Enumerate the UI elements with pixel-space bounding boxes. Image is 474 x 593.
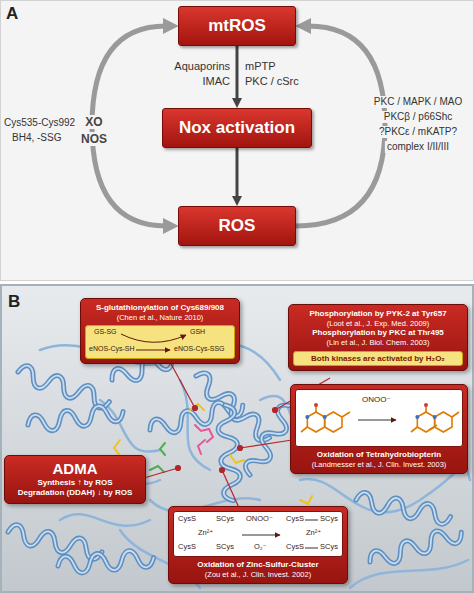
- chem-label: O₂⁻: [254, 543, 267, 552]
- chem-label: GS-SG: [94, 328, 117, 336]
- pathway-label: complex I/II/III: [385, 141, 451, 153]
- chem-label: SCys: [216, 543, 234, 552]
- callout-box: ADMASynthesis ↑ by ROSDegradation (DDAH)…: [4, 455, 146, 504]
- pathway-label: ?PKCε / mKATP?: [377, 126, 459, 138]
- chem-label: SCys: [320, 543, 338, 552]
- chem-label: ONOO⁻: [362, 395, 391, 404]
- citation: (Loot et al., J. Exp. Med. 2009): [293, 319, 463, 328]
- chem-label: Zn²⁺: [198, 529, 213, 538]
- site-label: BH4, -SSG: [12, 132, 61, 144]
- callout-heading: Phosphorylation by PYK-2 at Tyr657: [293, 309, 463, 319]
- callout-box: S-glutathionylation of Cys689/908(Chen e…: [80, 298, 240, 364]
- pathway-label: IMAC: [203, 75, 231, 88]
- chem-label: Zn²⁺: [306, 529, 321, 538]
- pathway-label: mPTP: [245, 60, 276, 73]
- chem-label: eNOS-Cys-SH: [89, 345, 135, 353]
- chem-label: eNOS-Cys-SSG: [174, 345, 225, 353]
- citation: (Lin et al., J. Biol. Chem. 2003): [293, 338, 463, 347]
- chem-label: SCys: [320, 515, 338, 524]
- pathway-label: Aquaporins: [174, 60, 230, 73]
- chem-label: CysS: [178, 515, 196, 524]
- process-box: Nox activation: [162, 108, 312, 148]
- structure-panel: ONOO⁻: [295, 389, 463, 447]
- box-label: Nox activation: [179, 118, 295, 138]
- chem-label: SCys: [216, 515, 234, 524]
- chem-label: CysS: [286, 515, 304, 524]
- callout-box: ONOO⁻ Oxidation of Tetrahydrobiopterin(La…: [290, 384, 468, 474]
- callout-heading: Oxidation of Zinc-Sulfur-Cluster: [173, 560, 343, 570]
- citation: (Chen et al., Nature 2010): [85, 313, 235, 322]
- panel-letter: A: [6, 4, 18, 24]
- citation: (Landmesser et al., J. Clin. Invest. 200…: [295, 460, 463, 469]
- callout-heading: Phosphorylation by PKC at Thr495: [293, 328, 463, 338]
- note-box: Both kinases are activated by H₂O₂: [293, 351, 463, 367]
- callout-box: Phosphorylation by PYK-2 at Tyr657(Loot …: [288, 304, 468, 371]
- enzyme-label: NOS: [79, 132, 109, 146]
- molecule-name: ADMA: [9, 460, 141, 478]
- chem-label: CysS: [286, 543, 304, 552]
- chem-label: ONOO⁻: [246, 515, 273, 524]
- note-text: Both kinases are activated by H₂O₂: [294, 352, 462, 366]
- pathway-label: PKC / cSrc: [245, 75, 299, 88]
- enzyme-label: XO: [83, 115, 104, 129]
- pathway-label: PKCβ / p66Shc: [382, 111, 455, 123]
- callout-box: ONOO⁻O₂⁻CysSSCysZn²⁺CysSSCysCysSSCysZn²⁺…: [168, 506, 348, 584]
- chem-label: GSH: [190, 328, 205, 336]
- callout-heading: Oxidation of Tetrahydrobiopterin: [295, 450, 463, 460]
- callout-text: Degradation (DDAH) ↓ by ROS: [9, 488, 141, 498]
- box-label: mtROS: [208, 16, 266, 36]
- process-box: ROS: [178, 206, 296, 246]
- cluster-panel: ONOO⁻O₂⁻CysSSCysZn²⁺CysSSCysCysSSCysZn²⁺…: [173, 511, 343, 557]
- pathway-label: PKC / MAPK / MAO: [372, 96, 464, 108]
- box-label: ROS: [219, 216, 256, 236]
- citation: (Zou et al., J. Clin. Invest. 2002): [173, 570, 343, 579]
- site-label: Cys535-Cys992: [4, 117, 75, 129]
- connector-arrow: [236, 148, 239, 198]
- connector-arrow: [236, 46, 239, 100]
- chem-label: CysS: [178, 543, 196, 552]
- callout-text: Synthesis ↑ by ROS: [9, 478, 141, 488]
- reaction-box: GS-SG GSH eNOS-Cys-SH eNOS-Cys-SSG: [85, 325, 235, 359]
- callout-heading: S-glutathionylation of Cys689/908: [85, 303, 235, 313]
- process-box: mtROS: [178, 6, 296, 46]
- panel-letter: B: [8, 292, 20, 312]
